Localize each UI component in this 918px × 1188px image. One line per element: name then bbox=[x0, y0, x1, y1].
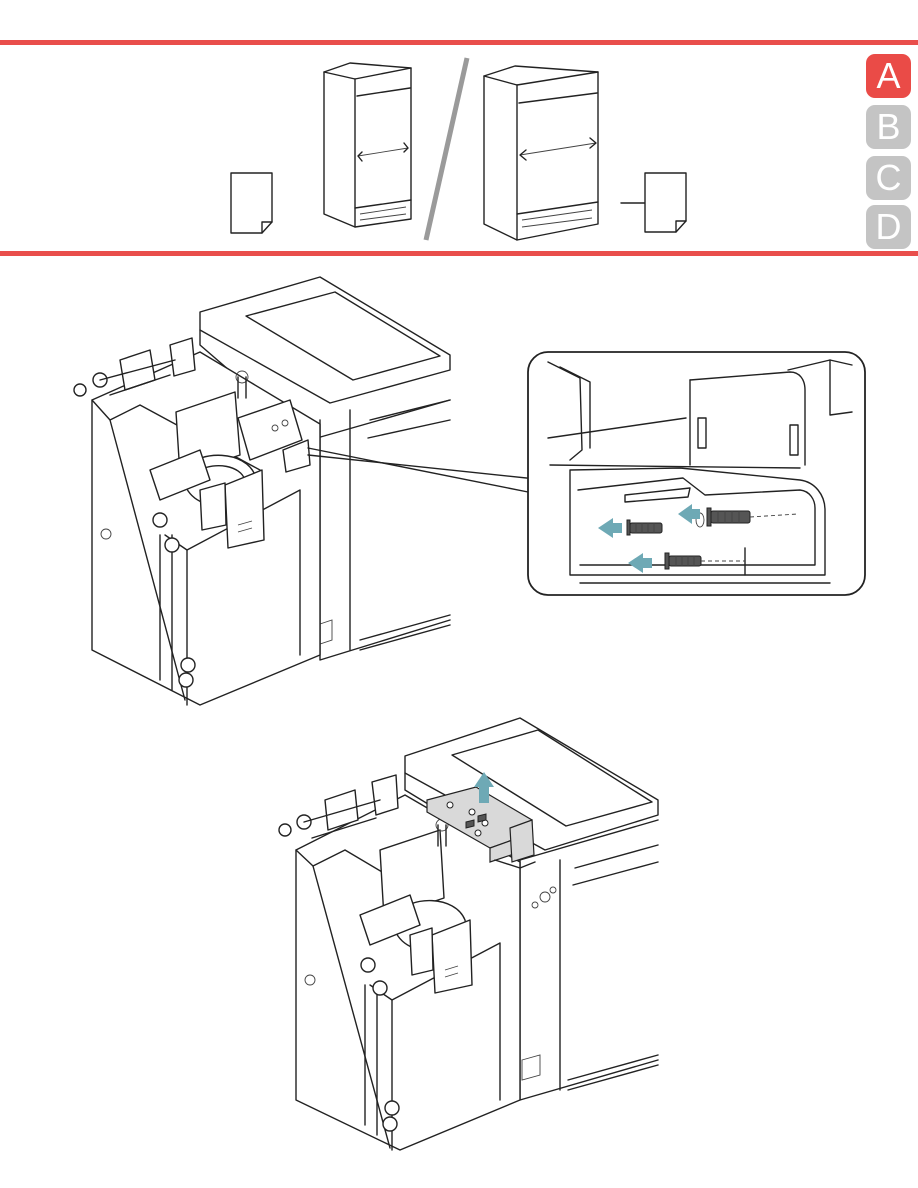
step2-appliance-drawing bbox=[279, 718, 658, 1150]
screw-removal-detail bbox=[528, 352, 865, 595]
step1-appliance-drawing bbox=[74, 277, 536, 705]
screw bbox=[707, 508, 750, 526]
